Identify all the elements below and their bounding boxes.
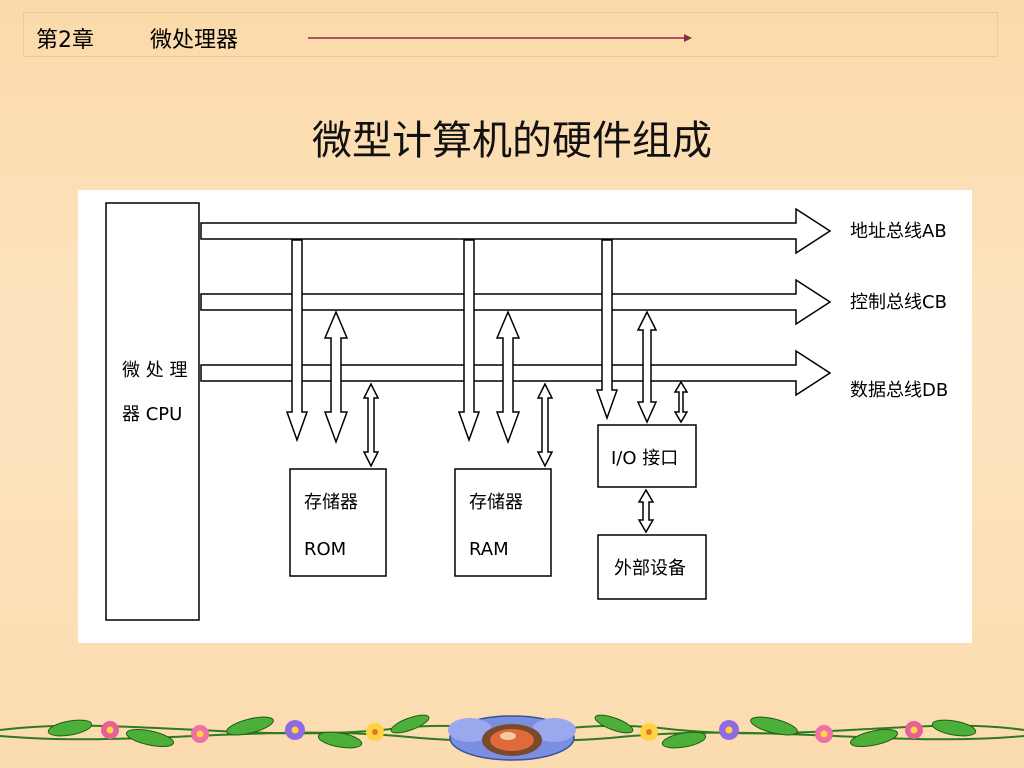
hardware-diagram: 微 处 理 器 CPU 地址总线AB 控制总线CB 数据总线DB 存储器 ROM… — [78, 190, 972, 643]
ram-box — [454, 468, 552, 577]
cpu-box — [105, 202, 200, 621]
address-bus-arrow — [200, 207, 832, 255]
io-control-arrow — [636, 310, 658, 424]
cpu-label-line2: 器 CPU — [122, 404, 182, 425]
peripheral-box — [597, 534, 707, 600]
ram-control-arrow — [495, 310, 521, 445]
io-peripheral-arrow — [637, 488, 655, 534]
rom-address-arrow — [285, 239, 309, 443]
peripheral-label: 外部设备 — [614, 558, 686, 579]
data-bus-label: 数据总线DB — [850, 380, 948, 401]
rom-label-line2: ROM — [304, 539, 346, 560]
section-label: 微处理器 — [150, 28, 239, 53]
bus-diagram-svg: 微 处 理 器 CPU 地址总线AB 控制总线CB 数据总线DB 存储器 ROM… — [105, 202, 948, 621]
rom-control-arrow — [323, 310, 349, 445]
header-bar — [23, 12, 998, 57]
io-interface-label: I/O 接口 — [611, 448, 678, 469]
ram-data-arrow — [536, 382, 554, 468]
rom-data-arrow — [362, 382, 380, 468]
control-bus-label: 控制总线CB — [850, 292, 947, 313]
io-data-arrow — [673, 380, 689, 424]
chapter-label: 第2章 — [36, 28, 94, 53]
ram-label-line2: RAM — [469, 539, 509, 560]
io-interface-box — [597, 424, 697, 488]
rom-label-line1: 存储器 — [304, 492, 358, 513]
cpu-label-line1: 微 处 理 — [122, 360, 187, 381]
floral-garland-icon — [0, 714, 1024, 761]
ram-address-arrow — [457, 239, 481, 443]
ram-label-line1: 存储器 — [469, 492, 523, 513]
rom-box — [289, 468, 387, 577]
header-arrow-icon — [308, 34, 692, 42]
io-address-arrow — [595, 239, 619, 421]
slide-title: 微型计算机的硬件组成 — [312, 118, 712, 164]
address-bus-label: 地址总线AB — [850, 221, 947, 242]
